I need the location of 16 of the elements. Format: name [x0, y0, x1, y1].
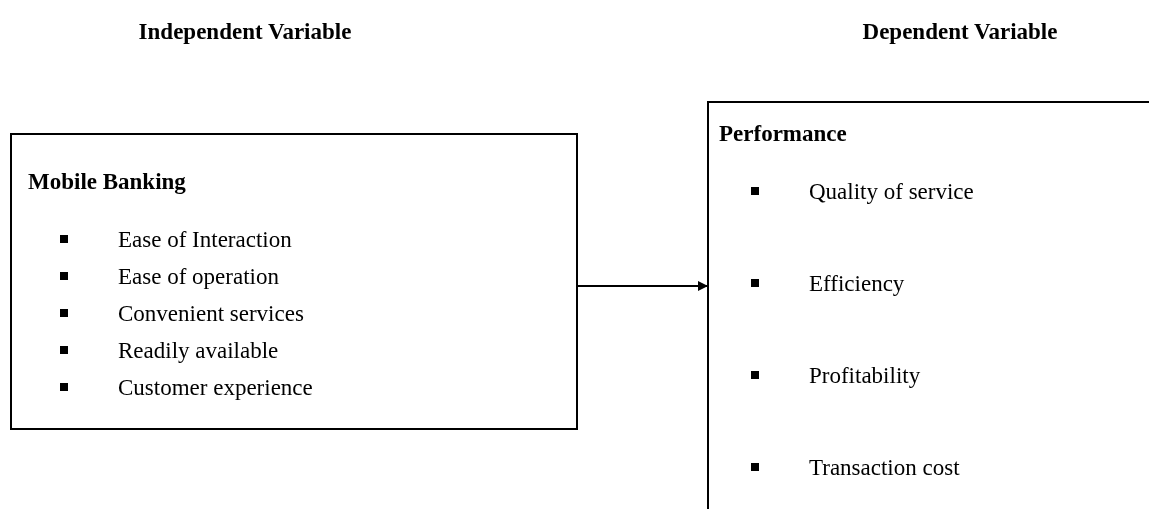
list-item: Customer experience	[118, 373, 313, 401]
arrow	[577, 281, 708, 291]
list-item: Transaction cost	[809, 453, 960, 481]
variable-box	[10, 133, 578, 430]
list-item: Quality of service	[809, 177, 974, 205]
column-heading: Dependent Variable	[861, 18, 1059, 46]
list-item: Efficiency	[809, 269, 905, 297]
list-item: Ease of operation	[118, 262, 279, 290]
column-heading: Independent Variable	[137, 18, 353, 46]
list-item: Convenient services	[118, 299, 304, 327]
list-item: Readily available	[118, 336, 279, 364]
list-item: Profitability	[809, 361, 921, 389]
list-item: Ease of Interaction	[118, 225, 292, 253]
box-heading: Mobile Banking	[28, 168, 186, 196]
variable-box	[707, 101, 1149, 509]
box-heading: Performance	[719, 120, 847, 148]
